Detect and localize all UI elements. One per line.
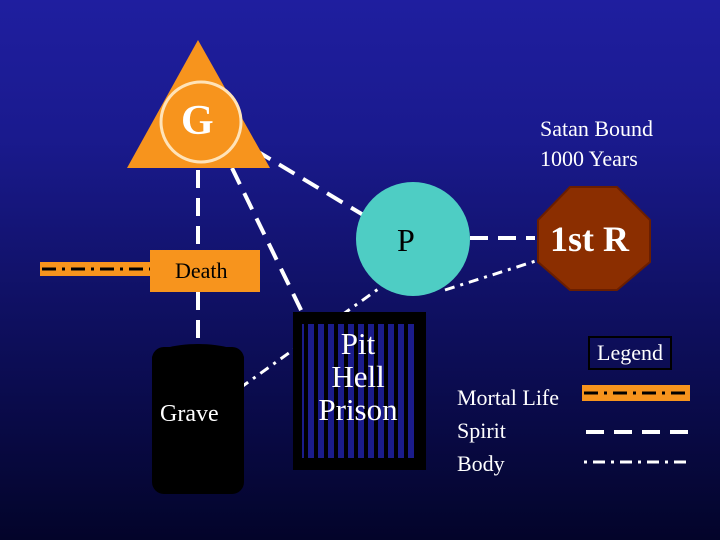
prison-bar bbox=[304, 324, 308, 458]
god-to-paradise-connector bbox=[253, 148, 382, 227]
prison-bar bbox=[384, 324, 388, 458]
satan-bound-line-1: Satan Bound bbox=[540, 116, 654, 141]
prison-bar bbox=[404, 324, 408, 458]
legend-title: Legend bbox=[588, 336, 672, 370]
prison-bar bbox=[324, 324, 328, 458]
god-circle bbox=[159, 80, 243, 164]
first-resurrection-label: 1st R bbox=[550, 219, 629, 259]
prison-bar bbox=[364, 324, 368, 458]
prison-bar bbox=[414, 324, 418, 458]
prison-cage bbox=[293, 312, 426, 470]
paradise-circle bbox=[356, 182, 470, 296]
mortal-life-bar bbox=[40, 262, 152, 276]
legend-mortal-life-label: Mortal Life bbox=[457, 385, 560, 410]
god-label: G bbox=[181, 98, 214, 144]
prison-bar bbox=[394, 324, 398, 458]
prison-label: Pit Hell Prison bbox=[300, 327, 416, 426]
prison-label-line-3: Prison bbox=[318, 392, 398, 427]
prison-bar bbox=[374, 324, 378, 458]
grave-shape bbox=[152, 347, 244, 494]
prison-bar bbox=[344, 324, 348, 458]
legend-body-label: Body bbox=[457, 451, 505, 476]
satan-bound-line-2: 1000 Years bbox=[540, 146, 638, 171]
prison-bar bbox=[334, 324, 338, 458]
prison-bar bbox=[314, 324, 318, 458]
satan-bound-label: Satan Bound 1000 Years bbox=[540, 114, 653, 174]
prison-label-line-2: Hell bbox=[331, 359, 385, 394]
paradise-to-resurrection-body-connector bbox=[444, 256, 546, 292]
resurrection-octagon bbox=[537, 186, 651, 291]
grave-label: Grave bbox=[160, 401, 219, 427]
death-label: Death bbox=[175, 258, 228, 283]
legend-spirit-label: Spirit bbox=[457, 418, 506, 443]
grave-top bbox=[152, 344, 244, 372]
prison-bar bbox=[354, 324, 358, 458]
paradise-label: P bbox=[397, 222, 415, 258]
prison-label-line-1: Pit bbox=[340, 326, 376, 361]
death-box bbox=[150, 250, 260, 292]
